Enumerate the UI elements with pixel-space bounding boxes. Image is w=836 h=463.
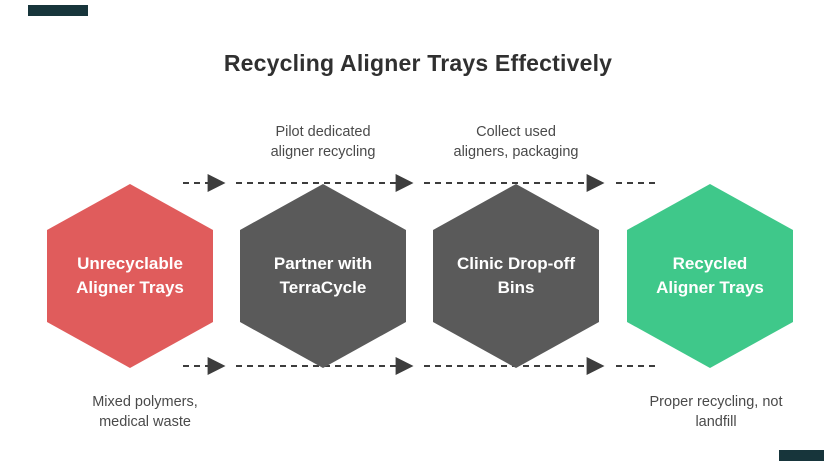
annotation-collect-used: Collect used aligners, packaging — [406, 122, 626, 163]
decoration-bar-bottom-right — [779, 450, 824, 461]
step-hex-clinic-dropoff-bins: Clinic Drop-off Bins — [433, 184, 599, 368]
annotation-line: Proper recycling, not — [649, 394, 783, 410]
decoration-bar-top-left — [28, 5, 88, 16]
annotation-pilot-recycling: Pilot dedicated aligner recycling — [213, 122, 433, 163]
step-hex-partner-with-terracycle: Partner with TerraCycle — [240, 184, 406, 368]
annotation-line: Mixed polymers, — [92, 394, 198, 410]
step-label: Partner with TerraCycle — [274, 252, 372, 300]
step-hex-recycled-aligner-trays: Recycled Aligner Trays — [627, 184, 793, 368]
annotation-line: Collect used — [476, 124, 556, 140]
step-label: Unrecyclable Aligner Trays — [76, 252, 184, 300]
annotation-line: aligners, packaging — [453, 144, 579, 161]
annotation-line: landfill — [695, 414, 737, 431]
page-title: Recycling Aligner Trays Effectively — [223, 50, 613, 76]
step-label: Recycled Aligner Trays — [656, 252, 764, 300]
step-label-line: Recycled — [672, 254, 748, 274]
step-label-line: Aligner Trays — [656, 278, 764, 297]
annotation-mixed-polymers: Mixed polymers, medical waste — [35, 392, 255, 433]
step-label-line: Aligner Trays — [76, 278, 184, 297]
step-label-line: Partner with — [273, 254, 373, 274]
step-label-line: Unrecyclable — [77, 254, 183, 274]
annotation-line: Pilot dedicated — [275, 124, 371, 140]
annotation-proper-recycling: Proper recycling, not landfill — [606, 392, 826, 433]
annotation-line: medical waste — [99, 414, 191, 431]
step-hex-unrecyclable-aligner-trays: Unrecyclable Aligner Trays — [47, 184, 213, 368]
step-label: Clinic Drop-off Bins — [457, 252, 575, 300]
annotation-line: aligner recycling — [270, 144, 376, 161]
step-label-line: Clinic Drop-off — [456, 254, 576, 274]
step-label-line: TerraCycle — [279, 278, 367, 297]
step-label-line: Bins — [497, 278, 535, 297]
